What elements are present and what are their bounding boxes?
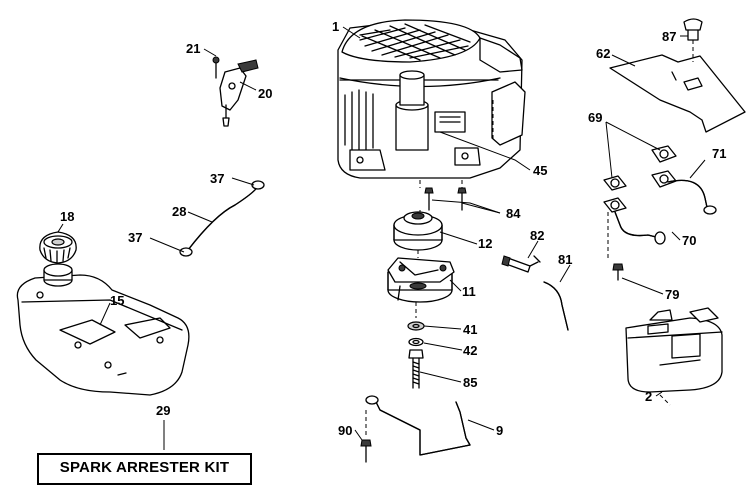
callout-9: 9 bbox=[496, 423, 503, 438]
exhaust-pipes-part bbox=[607, 179, 717, 258]
callout-29: 29 bbox=[156, 403, 170, 418]
bolt-85-part bbox=[408, 349, 424, 389]
callout-1: 1 bbox=[332, 19, 339, 34]
callout-87: 87 bbox=[662, 29, 676, 44]
pulley-part bbox=[393, 211, 443, 251]
oil-drain-hose-part bbox=[543, 281, 569, 331]
callout-20: 20 bbox=[258, 86, 272, 101]
callout-90: 90 bbox=[338, 423, 352, 438]
callout-42: 42 bbox=[463, 343, 477, 358]
callout-62: 62 bbox=[596, 46, 610, 61]
callout-84: 84 bbox=[506, 206, 521, 221]
engine-part bbox=[337, 19, 526, 179]
callout-28: 28 bbox=[172, 204, 186, 219]
pto-clutch-part bbox=[387, 250, 455, 303]
spark-arrester-kit-box: SPARK ARRESTER KIT bbox=[37, 453, 252, 485]
callout-18: 18 bbox=[60, 209, 74, 224]
throttle-control-part bbox=[212, 56, 259, 127]
callout-15: 15 bbox=[110, 293, 124, 308]
bracket-part bbox=[360, 395, 471, 463]
callout-11: 11 bbox=[462, 284, 476, 299]
washers-part bbox=[407, 302, 425, 347]
callout-21: 21 bbox=[186, 41, 200, 56]
fitting-part bbox=[501, 255, 541, 273]
muffler-part bbox=[625, 307, 723, 406]
callout-41: 41 bbox=[463, 322, 477, 337]
callout-12: 12 bbox=[478, 236, 492, 251]
callout-85: 85 bbox=[463, 375, 477, 390]
leader-lines bbox=[57, 26, 706, 450]
callout-2: 2 bbox=[645, 389, 652, 404]
spark-arrester-kit-label: SPARK ARRESTER KIT bbox=[59, 459, 230, 476]
fuel-cap-part bbox=[39, 231, 77, 264]
fuel-hose-part bbox=[179, 180, 265, 257]
knob-part bbox=[683, 18, 703, 62]
gaskets-part bbox=[603, 145, 677, 213]
callout-71: 71 bbox=[712, 146, 726, 161]
callout-82: 82 bbox=[530, 228, 544, 243]
callout-79: 79 bbox=[665, 287, 679, 302]
heat-shield-part bbox=[609, 54, 746, 133]
callout-37-bottom: 37 bbox=[128, 230, 142, 245]
fuel-tank-part bbox=[16, 263, 190, 396]
callout-labels: 1 21 20 87 62 69 71 45 37 28 37 18 84 12… bbox=[60, 19, 726, 438]
callout-70: 70 bbox=[682, 233, 696, 248]
callout-69: 69 bbox=[588, 110, 602, 125]
bolt-79-part bbox=[612, 263, 624, 281]
callout-81: 81 bbox=[558, 252, 572, 267]
callout-45: 45 bbox=[533, 163, 547, 178]
callout-37-top: 37 bbox=[210, 171, 224, 186]
